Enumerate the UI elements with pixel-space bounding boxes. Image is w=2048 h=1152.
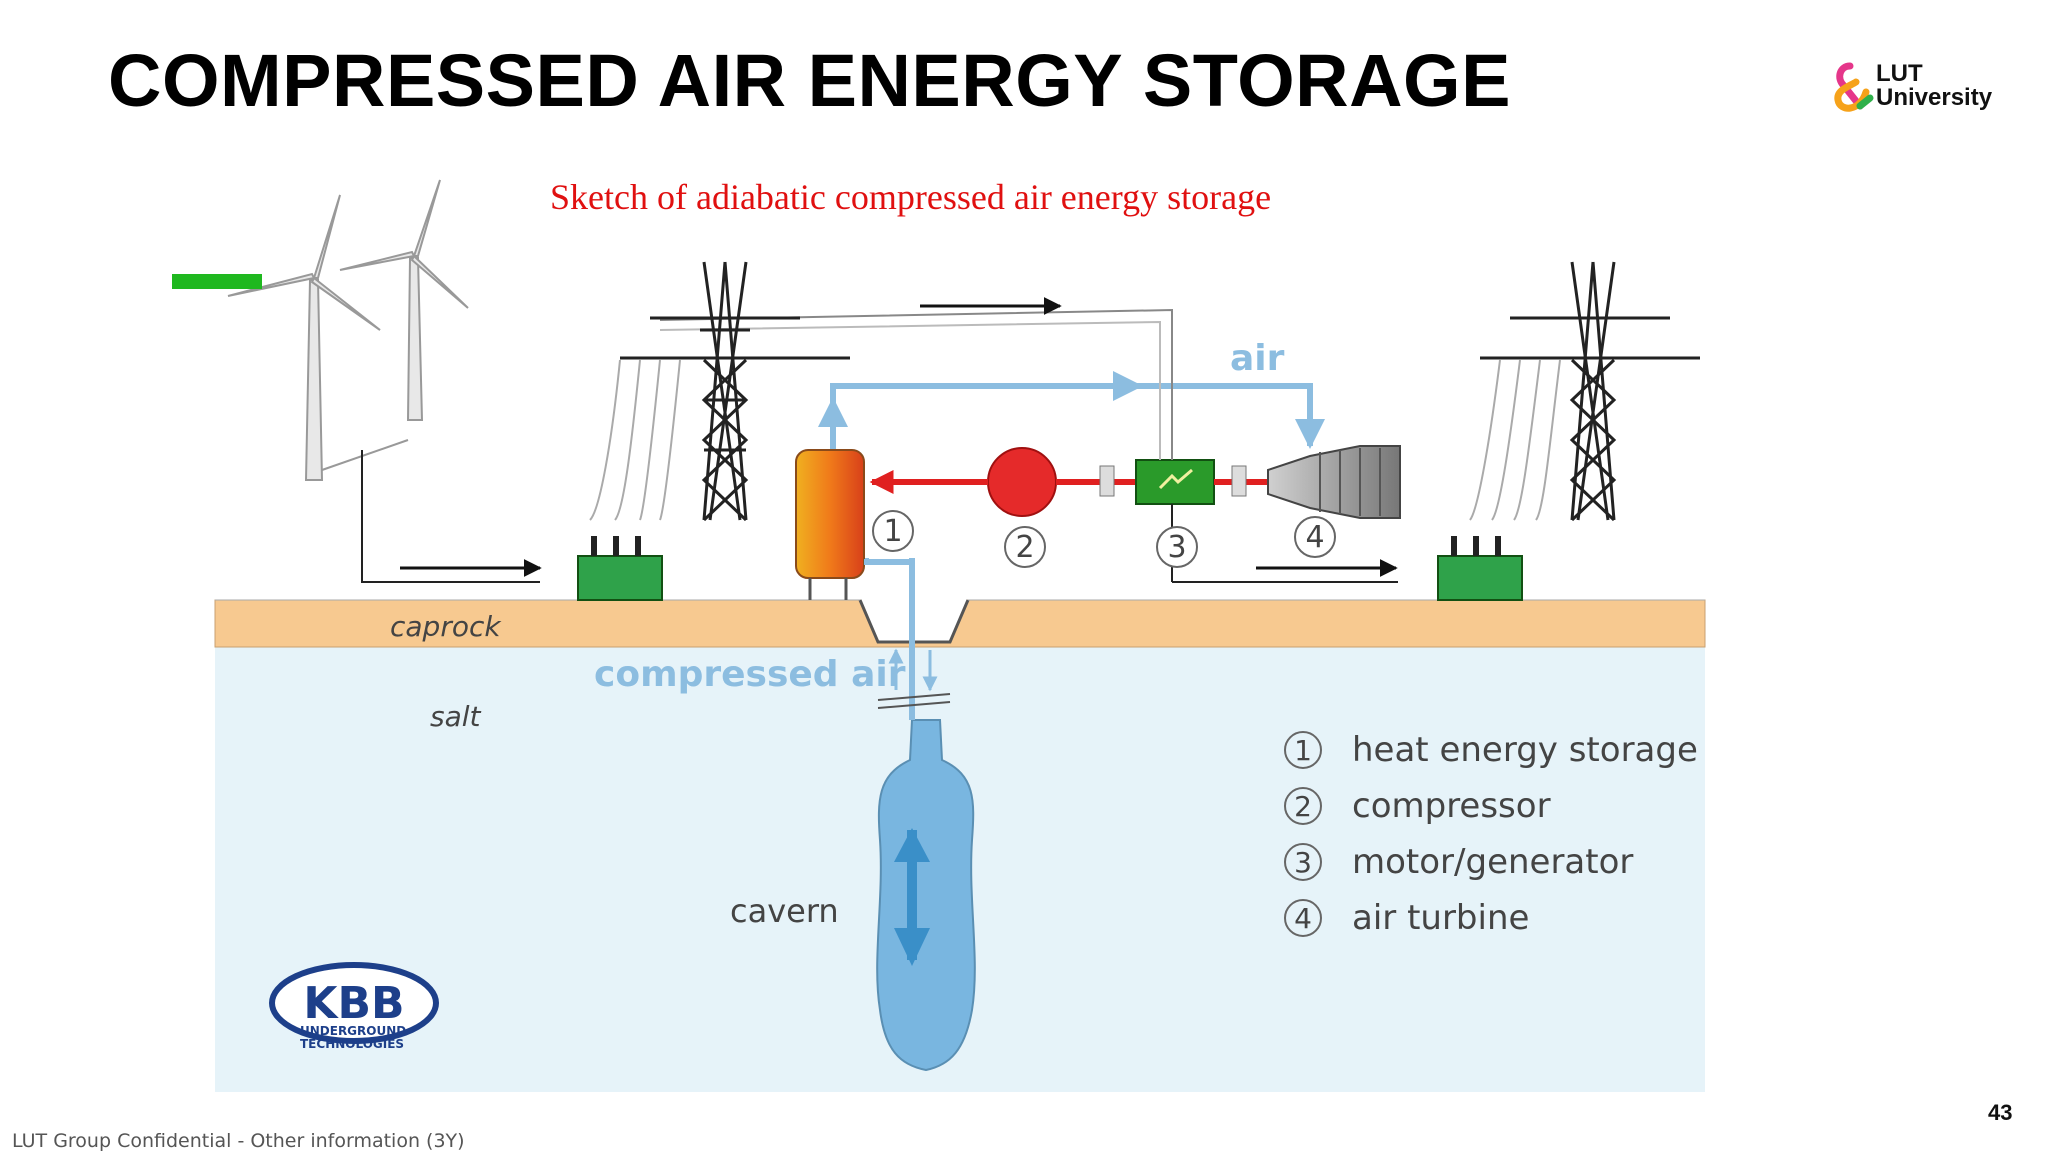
legend-text: air turbine (1352, 898, 1530, 938)
compressor (987, 447, 1057, 517)
kbb-subtitle: UNDERGROUND TECHNOLOGIES (300, 1025, 406, 1051)
kbb-brand: KBB (303, 978, 404, 1029)
legend-item: 3 motor/generator (1284, 834, 1698, 890)
air-label: air (1230, 338, 1285, 379)
accent-bar (172, 274, 262, 289)
marker-2: 2 (1004, 526, 1046, 568)
air-turbine (1267, 445, 1401, 519)
legend-item: 4 air turbine (1284, 890, 1698, 946)
left-transformer (577, 536, 663, 601)
slide-title: COMPRESSED AIR ENERGY STORAGE (108, 39, 1511, 122)
legend-number: 4 (1284, 899, 1322, 937)
marker-4: 4 (1294, 516, 1336, 558)
legend-text: compressor (1352, 786, 1551, 826)
cavern-label: cavern (730, 892, 839, 930)
wind-turbines (227, 179, 469, 481)
legend-text: heat energy storage (1352, 730, 1698, 770)
legend-number: 2 (1284, 787, 1322, 825)
logo-line1: LUT (1876, 60, 1923, 87)
marker-1: 1 (872, 510, 914, 552)
salt-label: salt (430, 700, 481, 733)
logo-text: LUT University (1876, 62, 1992, 110)
heat-storage-tank (795, 449, 865, 579)
component-legend: 1 heat energy storage 2 compressor 3 mot… (1284, 722, 1698, 946)
marker-3: 3 (1156, 526, 1198, 568)
legend-item: 2 compressor (1284, 778, 1698, 834)
legend-text: motor/generator (1352, 842, 1634, 882)
lut-logo-icon (1834, 62, 1874, 112)
kbb-logo-icon (269, 962, 439, 1044)
kbb-line1: UNDERGROUND (300, 1024, 407, 1038)
footer-confidential: LUT Group Confidential - Other informati… (12, 1130, 465, 1152)
cavern (876, 719, 976, 1072)
motor-generator (1135, 459, 1215, 505)
page-number: 43 (1988, 1100, 2013, 1125)
legend-number: 3 (1284, 843, 1322, 881)
legend-item: 1 heat energy storage (1284, 722, 1698, 778)
compressed-air-label: compressed air (594, 654, 906, 695)
kbb-line2: TECHNOLOGIES (300, 1037, 405, 1051)
legend-number: 1 (1284, 731, 1322, 769)
logo-line2: University (1876, 84, 1993, 111)
caprock-label: caprock (390, 610, 501, 643)
left-pylon (620, 261, 850, 522)
diagram-caption: Sketch of adiabatic compressed air energ… (550, 177, 1272, 217)
right-transformer (1437, 536, 1523, 601)
right-pylon (1480, 261, 1700, 522)
